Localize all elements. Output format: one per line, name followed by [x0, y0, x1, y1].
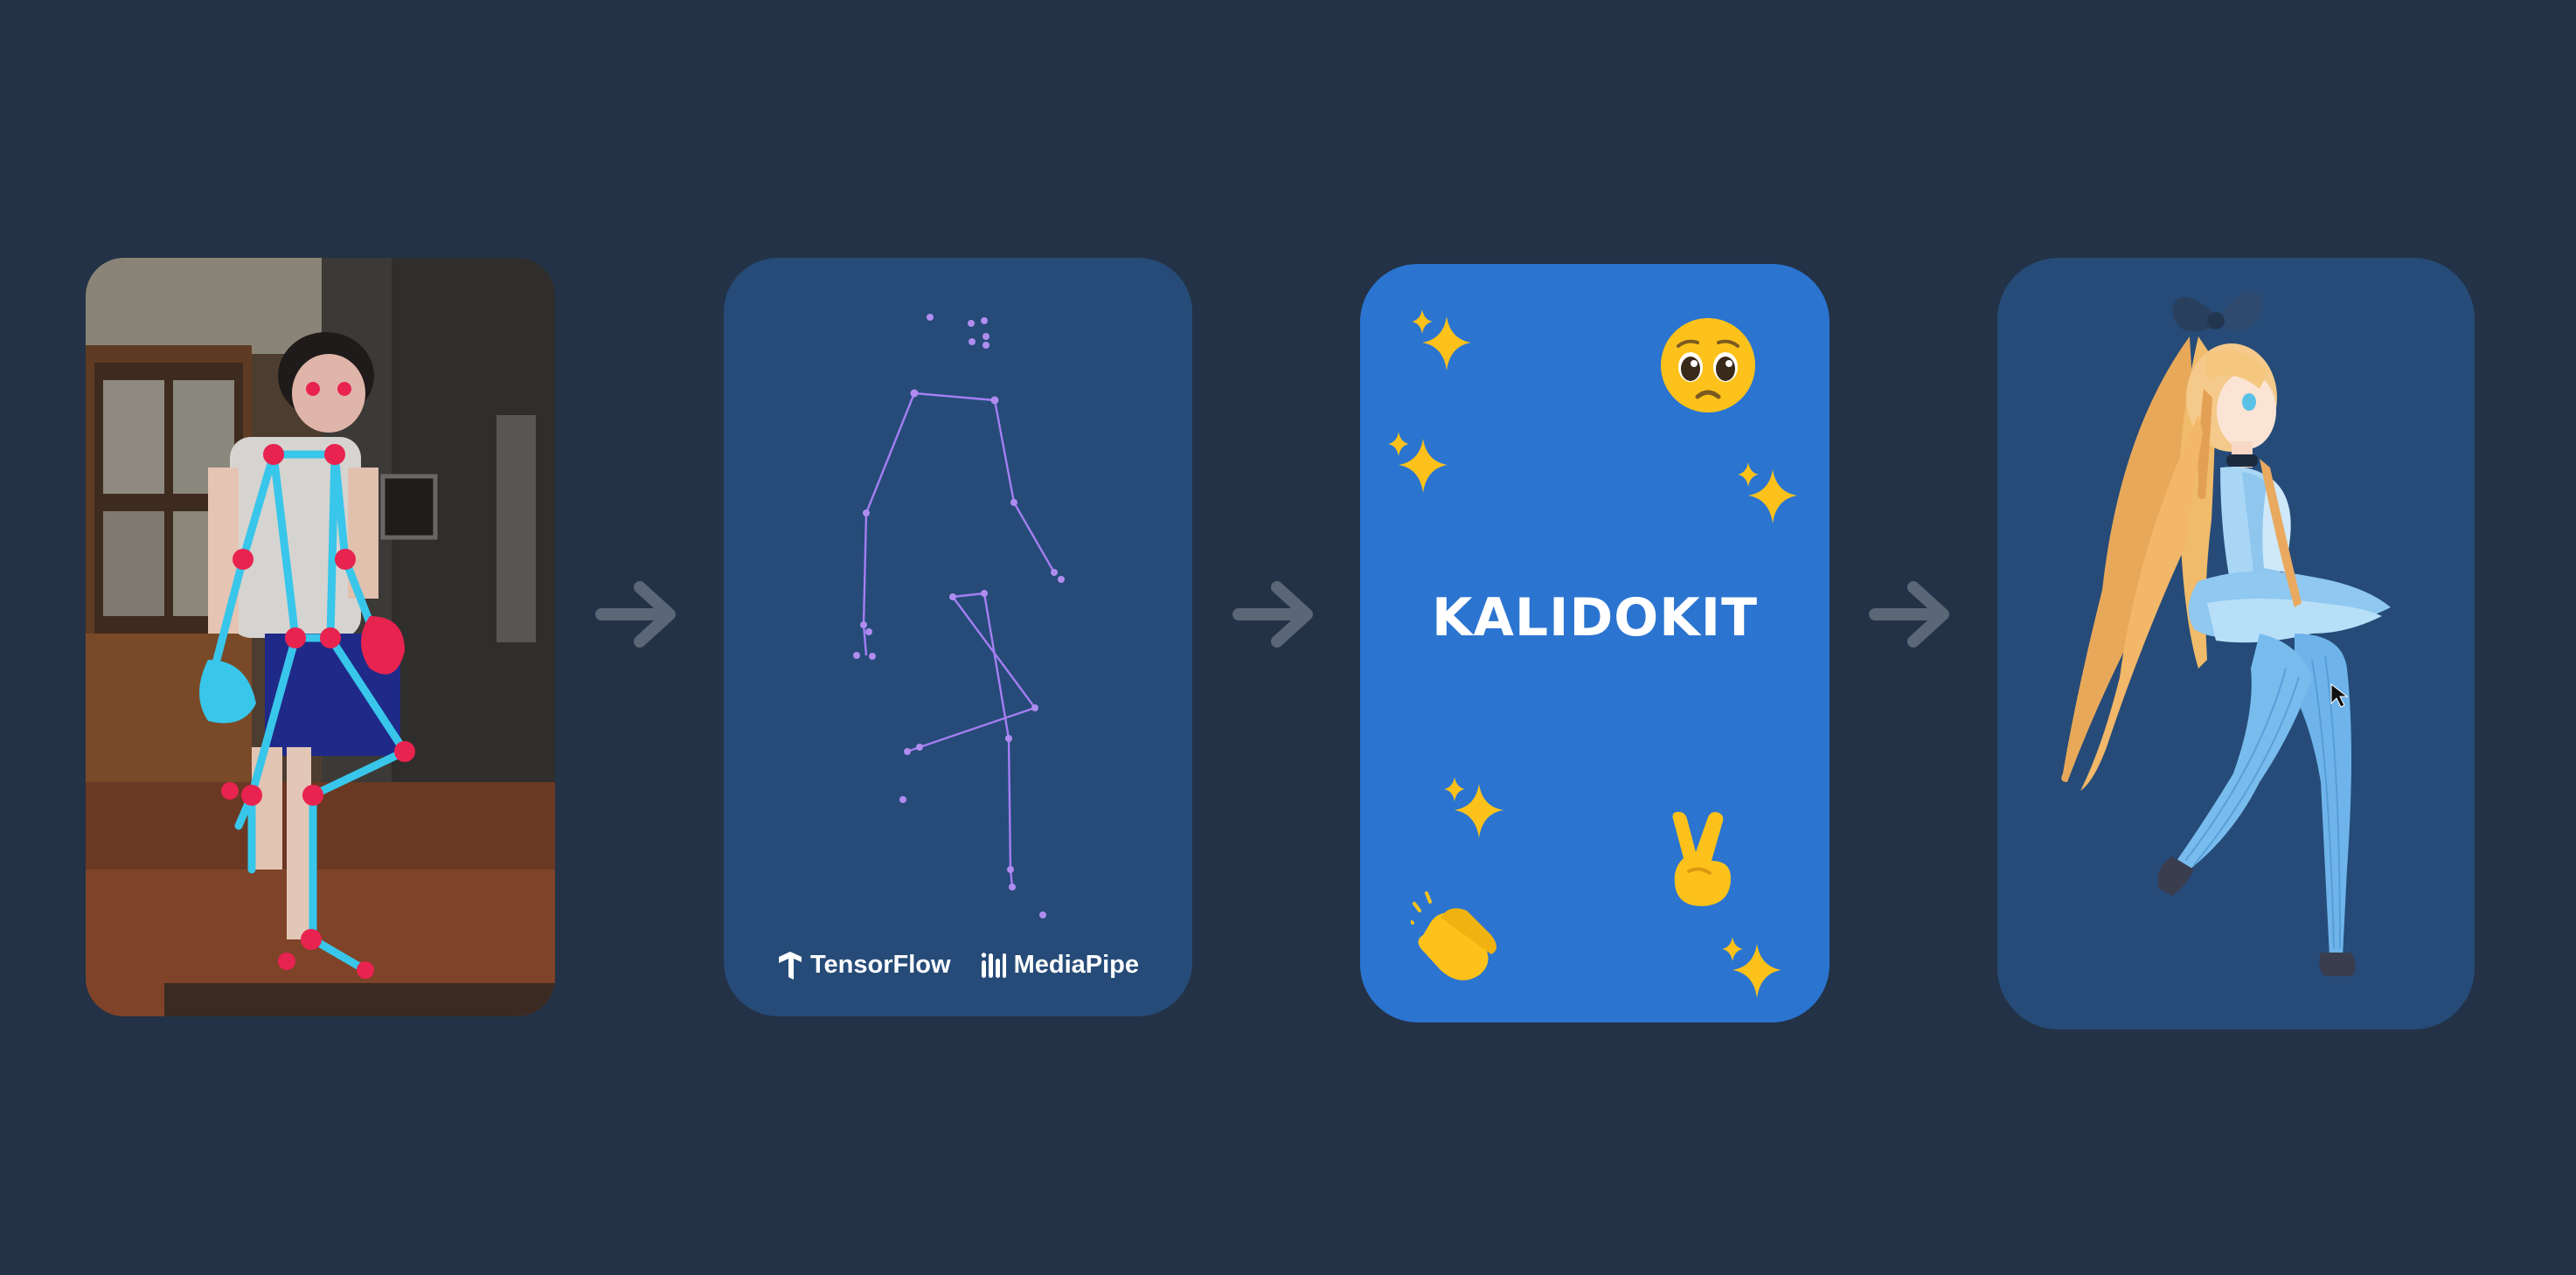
- mediapipe-label: MediaPipe: [1013, 951, 1139, 979]
- brand-logos: TensorFlow MediaPipe: [724, 951, 1192, 980]
- mediapipe-logo: MediaPipe: [981, 951, 1139, 980]
- victory-hand-icon: [1672, 812, 1731, 906]
- sparkles-icon: [1722, 937, 1781, 998]
- skeleton-diagram: [853, 314, 1065, 918]
- webcam-photo-card: [86, 258, 555, 1016]
- kalidokit-card: KALIDOKIT: [1360, 264, 1830, 1022]
- clapping-hands-icon: [1411, 891, 1496, 981]
- sparkles-icon: [1412, 309, 1471, 371]
- tensorflow-logo: TensorFlow: [777, 951, 951, 980]
- webcam-photo-illustration: [86, 258, 555, 1016]
- sparkles-icon: [1444, 777, 1503, 838]
- kalidokit-logo: KALIDOKIT: [1431, 587, 1759, 648]
- pleading-face-icon: [1661, 318, 1755, 412]
- tensorflow-label: TensorFlow: [809, 951, 951, 979]
- arrow-right-icon: [595, 581, 676, 648]
- sparkles-icon: [1388, 432, 1448, 493]
- mediapipe-icon: [981, 952, 1006, 978]
- sparkles-icon: [1738, 462, 1797, 523]
- avatar-card: [1997, 258, 2475, 1029]
- tensorflow-icon: [778, 951, 802, 980]
- anime-avatar-illustration: [2061, 291, 2391, 976]
- arrow-right-icon: [1232, 581, 1313, 648]
- pose-landmarks-card: TensorFlow MediaPipe: [724, 258, 1192, 1016]
- arrow-right-icon: [1869, 581, 1949, 648]
